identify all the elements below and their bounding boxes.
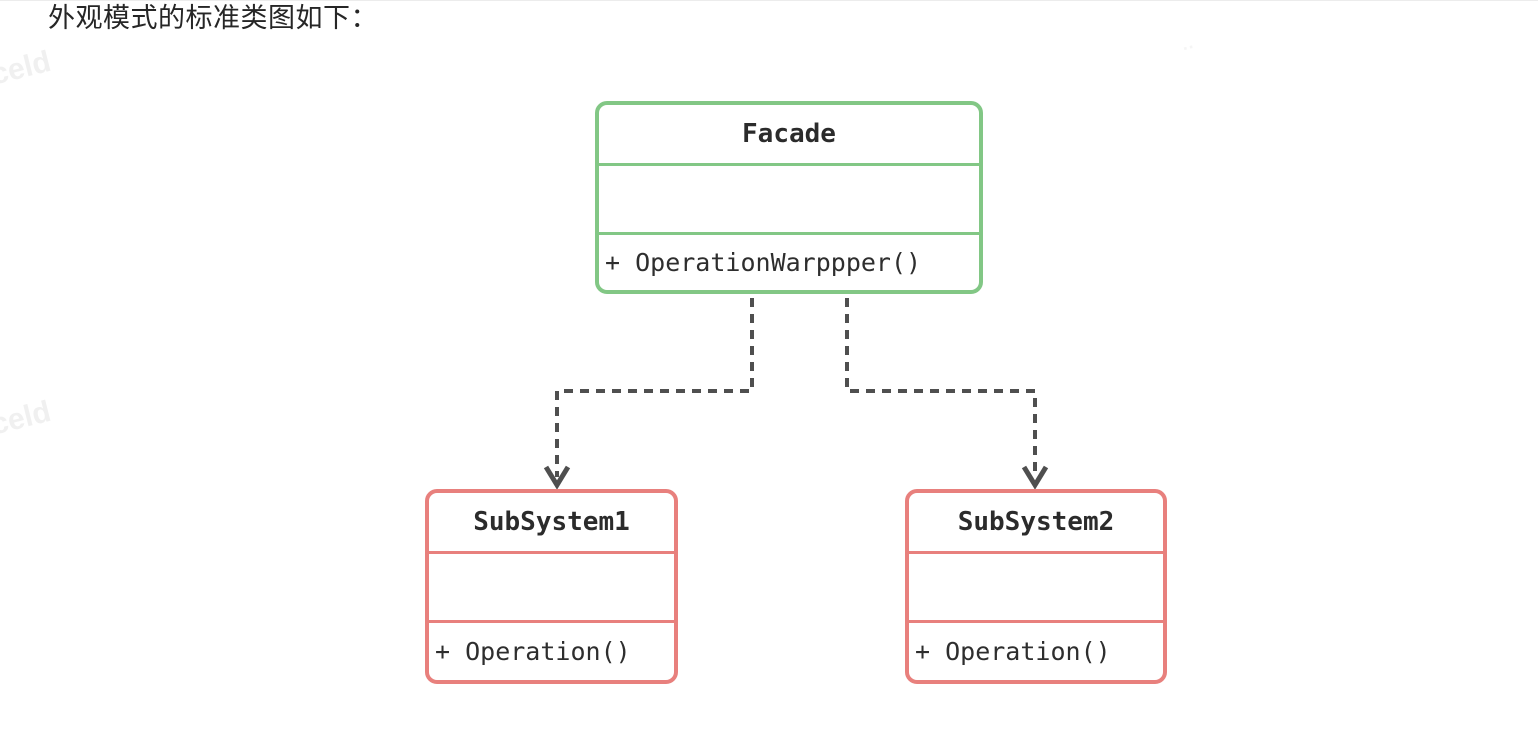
class-name-facade: Facade <box>742 119 836 149</box>
class-attributes-subsystem1 <box>429 551 674 623</box>
arrowhead-subsystem1-icon <box>543 465 571 490</box>
class-name-subsystem2: SubSystem2 <box>957 507 1115 537</box>
watermark-fragment: ·· <box>1180 36 1197 59</box>
class-box-subsystem2: SubSystem2 + Operation() <box>905 489 1167 684</box>
class-box-subsystem1: SubSystem1 + Operation() <box>425 489 678 684</box>
arrowhead-subsystem2-icon <box>1021 465 1049 490</box>
class-box-facade: Facade + OperationWarppper() <box>595 101 983 294</box>
page-title: 外观模式的标准类图如下： <box>48 3 378 33</box>
watermark-text: celd <box>0 394 55 442</box>
edge-facade-to-subsystem1 <box>555 298 754 477</box>
class-name-subsystem1: SubSystem1 <box>473 507 630 537</box>
class-methods-subsystem2: + Operation() <box>915 637 1111 666</box>
class-attributes-subsystem2 <box>909 551 1163 623</box>
class-methods-facade: + OperationWarppper() <box>605 248 922 277</box>
edge-facade-to-subsystem2 <box>845 298 1037 477</box>
class-attributes-facade <box>599 163 979 235</box>
class-methods-subsystem1: + Operation() <box>435 637 631 666</box>
watermark-text: celd <box>0 44 55 92</box>
